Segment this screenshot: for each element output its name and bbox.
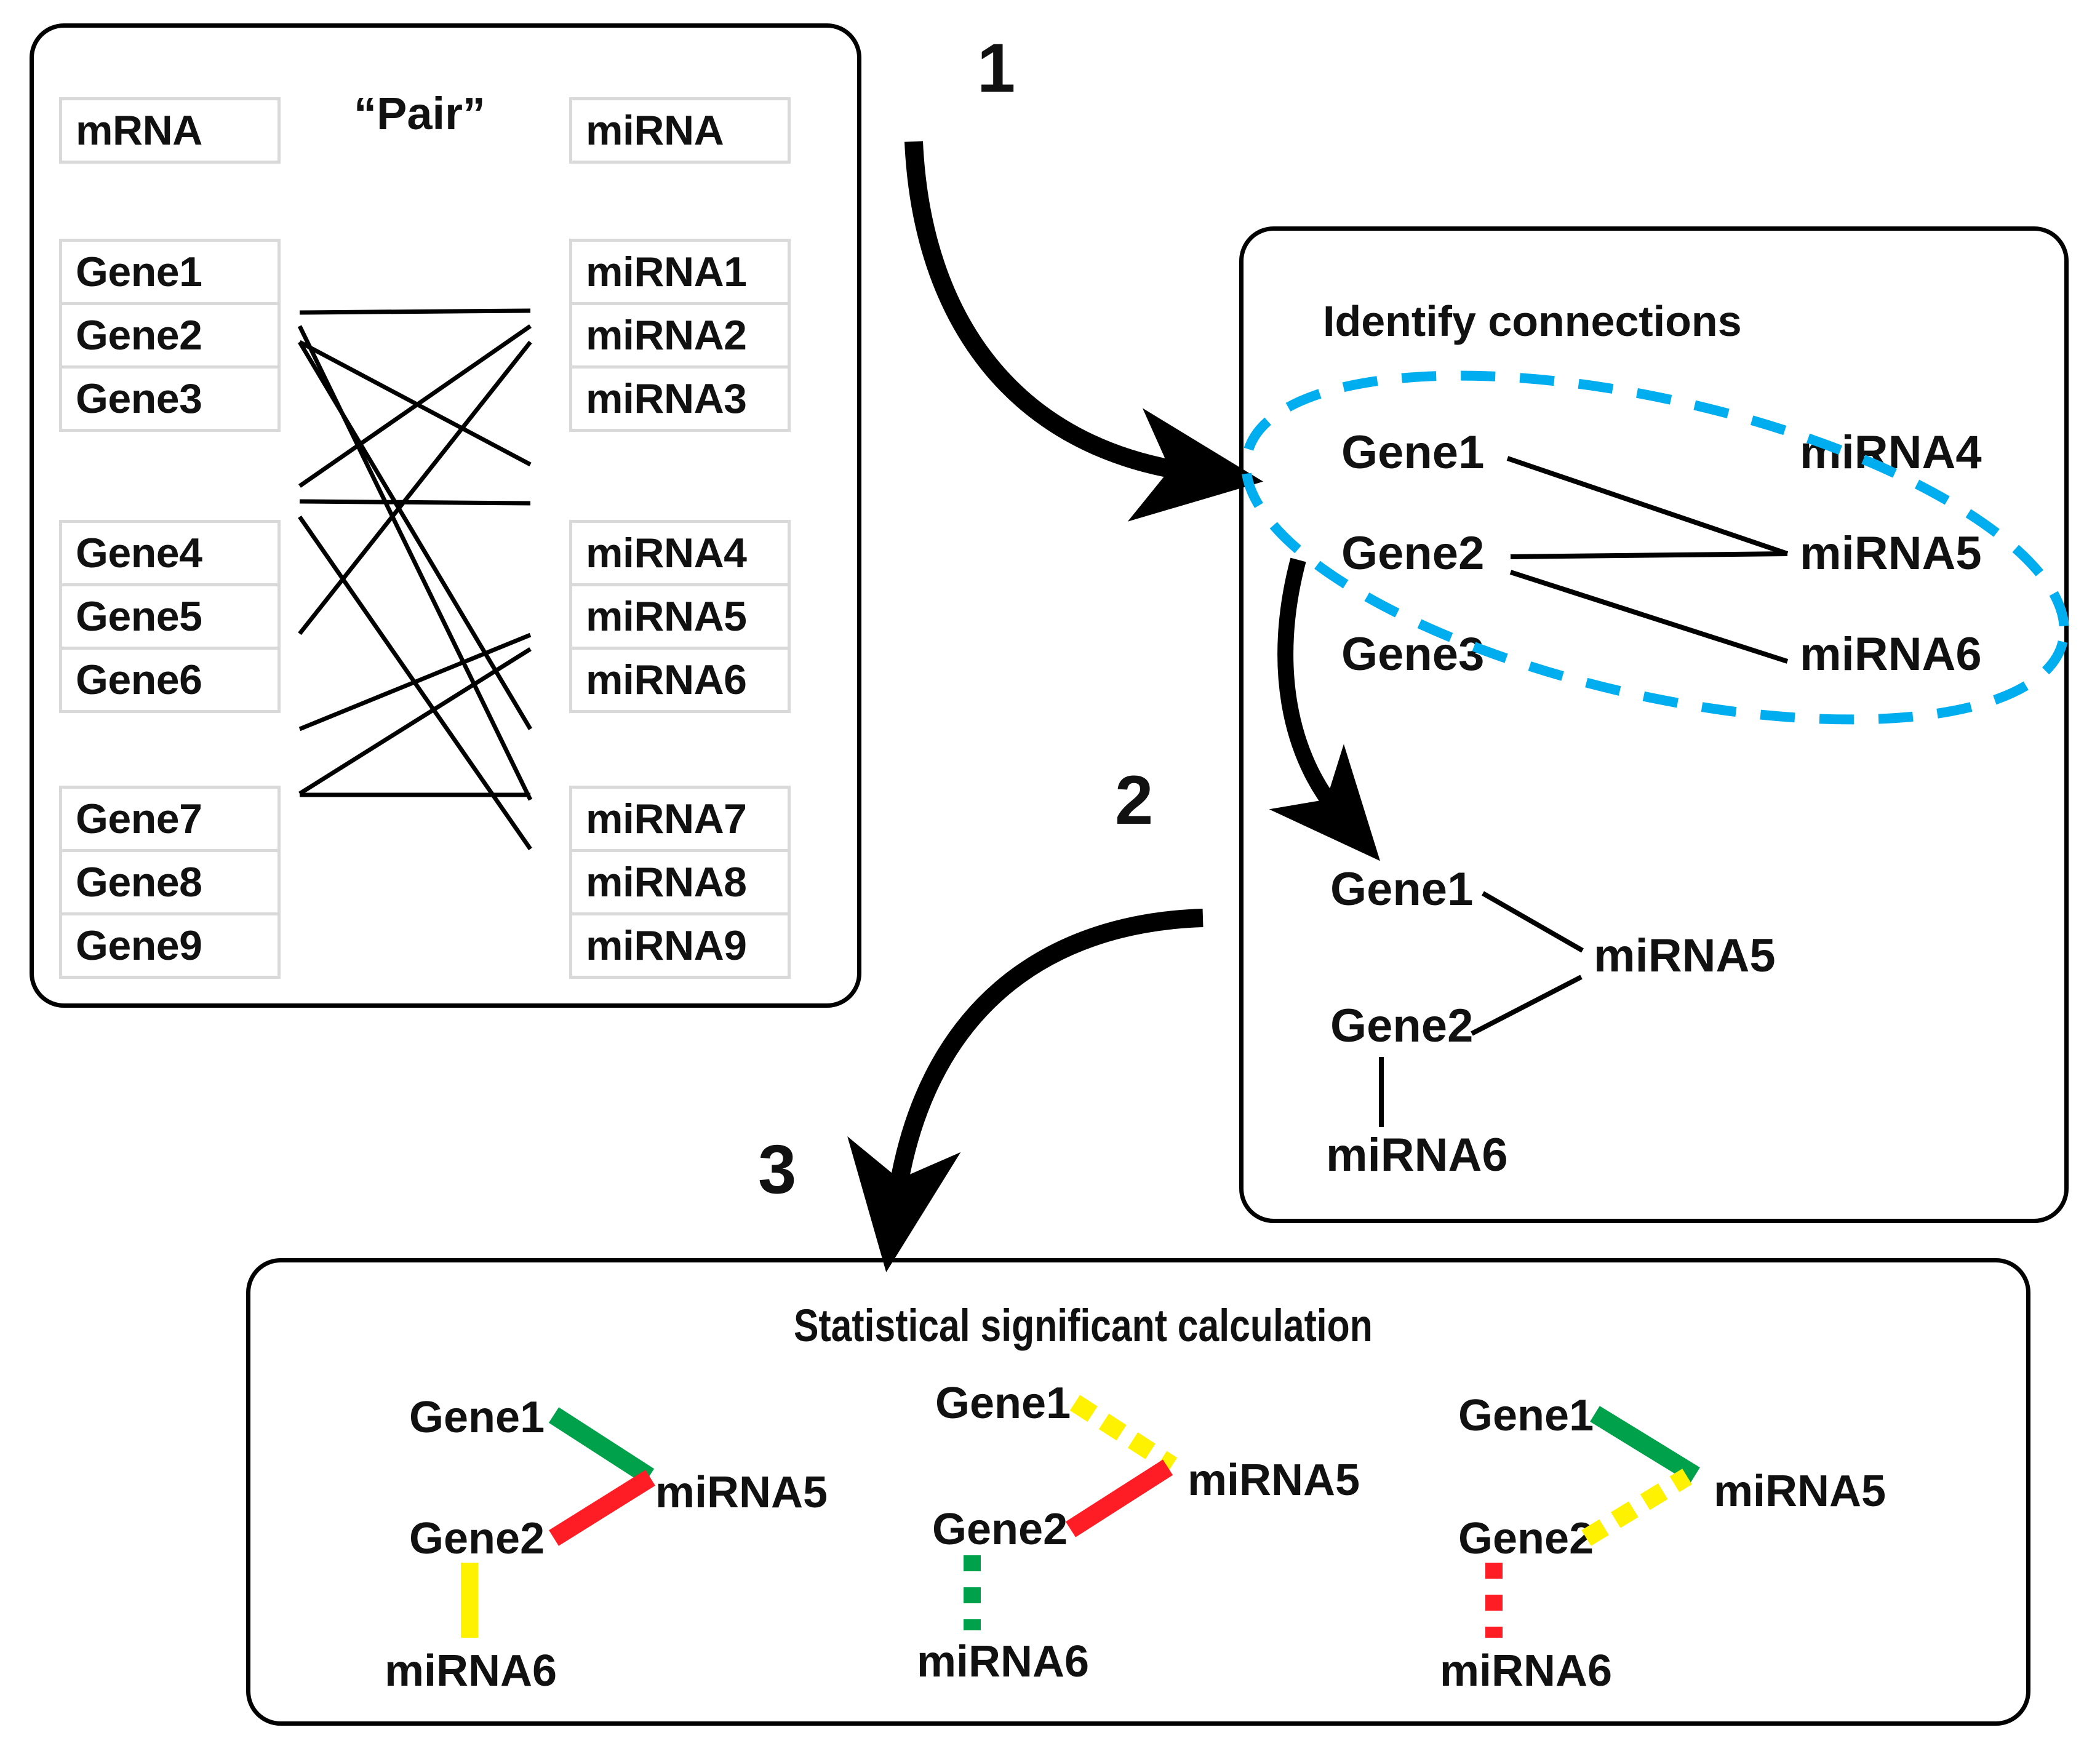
mrna-cell: Gene1	[59, 239, 281, 305]
mirna-group-2: miRNA4 miRNA5 miRNA6	[569, 520, 791, 713]
mirna-group-3: miRNA7 miRNA8 miRNA9	[569, 786, 791, 979]
mrna-cell: Gene2	[59, 302, 281, 369]
mirna-cell: miRNA6	[569, 647, 791, 713]
mirna-cell: miRNA8	[569, 849, 791, 915]
mirna-cell: miRNA4	[569, 520, 791, 586]
step-number-1: 1	[977, 30, 1016, 106]
mirna-cell: miRNA9	[569, 912, 791, 979]
mrna-header-cell: mRNA	[59, 97, 281, 164]
mirna-header-table: miRNA	[569, 97, 791, 164]
step-number-3: 3	[758, 1131, 797, 1208]
mrna-header-table: mRNA	[59, 97, 281, 164]
mrna-group-1: Gene1 Gene2 Gene3	[59, 239, 281, 432]
step-3-arrow	[847, 909, 1204, 1272]
mrna-cell: Gene9	[59, 912, 281, 979]
identify-top-gene3: Gene3	[1341, 628, 1485, 680]
identify-bottom-gene2: Gene2	[1330, 1000, 1474, 1052]
mrna-cell: Gene7	[59, 786, 281, 852]
triad2-mirna6: miRNA6	[917, 1637, 1090, 1686]
mirna-cell: miRNA2	[569, 302, 791, 369]
identify-bottom-mirna6: miRNA6	[1326, 1129, 1508, 1181]
identify-top-mirna4: miRNA4	[1800, 426, 1982, 479]
step-number-2: 2	[1115, 762, 1154, 839]
mrna-cell: Gene5	[59, 583, 281, 650]
identify-bottom-mirna5: miRNA5	[1594, 930, 1776, 982]
pair-panel-title: “Pair”	[354, 88, 485, 139]
identify-top-mirna5: miRNA5	[1800, 527, 1982, 580]
identify-top-mirna6: miRNA6	[1800, 628, 1982, 680]
mrna-group-3: Gene7 Gene8 Gene9	[59, 786, 281, 979]
triad1-mirna6: miRNA6	[385, 1646, 557, 1696]
triad2-gene2: Gene2	[932, 1505, 1068, 1554]
mrna-cell: Gene3	[59, 365, 281, 432]
mirna-cell: miRNA1	[569, 239, 791, 305]
mirna-group-1: miRNA1 miRNA2 miRNA3	[569, 239, 791, 432]
triad3-gene1: Gene1	[1458, 1391, 1594, 1440]
triad1-gene2: Gene2	[409, 1514, 545, 1563]
identify-bottom-gene1: Gene1	[1330, 863, 1474, 915]
identify-panel-title: Identify connections	[1323, 297, 1742, 345]
triad2-mirna5: miRNA5	[1188, 1456, 1360, 1505]
triad3-mirna6: miRNA6	[1440, 1646, 1613, 1696]
triad3-gene2: Gene2	[1458, 1514, 1594, 1563]
triad2-gene1: Gene1	[935, 1379, 1071, 1428]
identify-connections-panel	[1239, 226, 2069, 1223]
mrna-cell: Gene8	[59, 849, 281, 915]
triad1-gene1: Gene1	[409, 1393, 545, 1442]
mirna-cell: miRNA5	[569, 583, 791, 650]
mrna-cell: Gene6	[59, 647, 281, 713]
mirna-cell: miRNA3	[569, 365, 791, 432]
mrna-cell: Gene4	[59, 520, 281, 586]
identify-top-gene2: Gene2	[1341, 527, 1485, 580]
step-1-arrow	[904, 141, 1264, 522]
mirna-cell: miRNA7	[569, 786, 791, 852]
mrna-group-2: Gene4 Gene5 Gene6	[59, 520, 281, 713]
triad1-mirna5: miRNA5	[655, 1468, 828, 1517]
triad3-mirna5: miRNA5	[1714, 1467, 1886, 1516]
mirna-header-cell: miRNA	[569, 97, 791, 164]
identify-top-gene1: Gene1	[1341, 426, 1485, 479]
statistics-panel-title: Statistical significant calculation	[794, 1300, 1373, 1351]
